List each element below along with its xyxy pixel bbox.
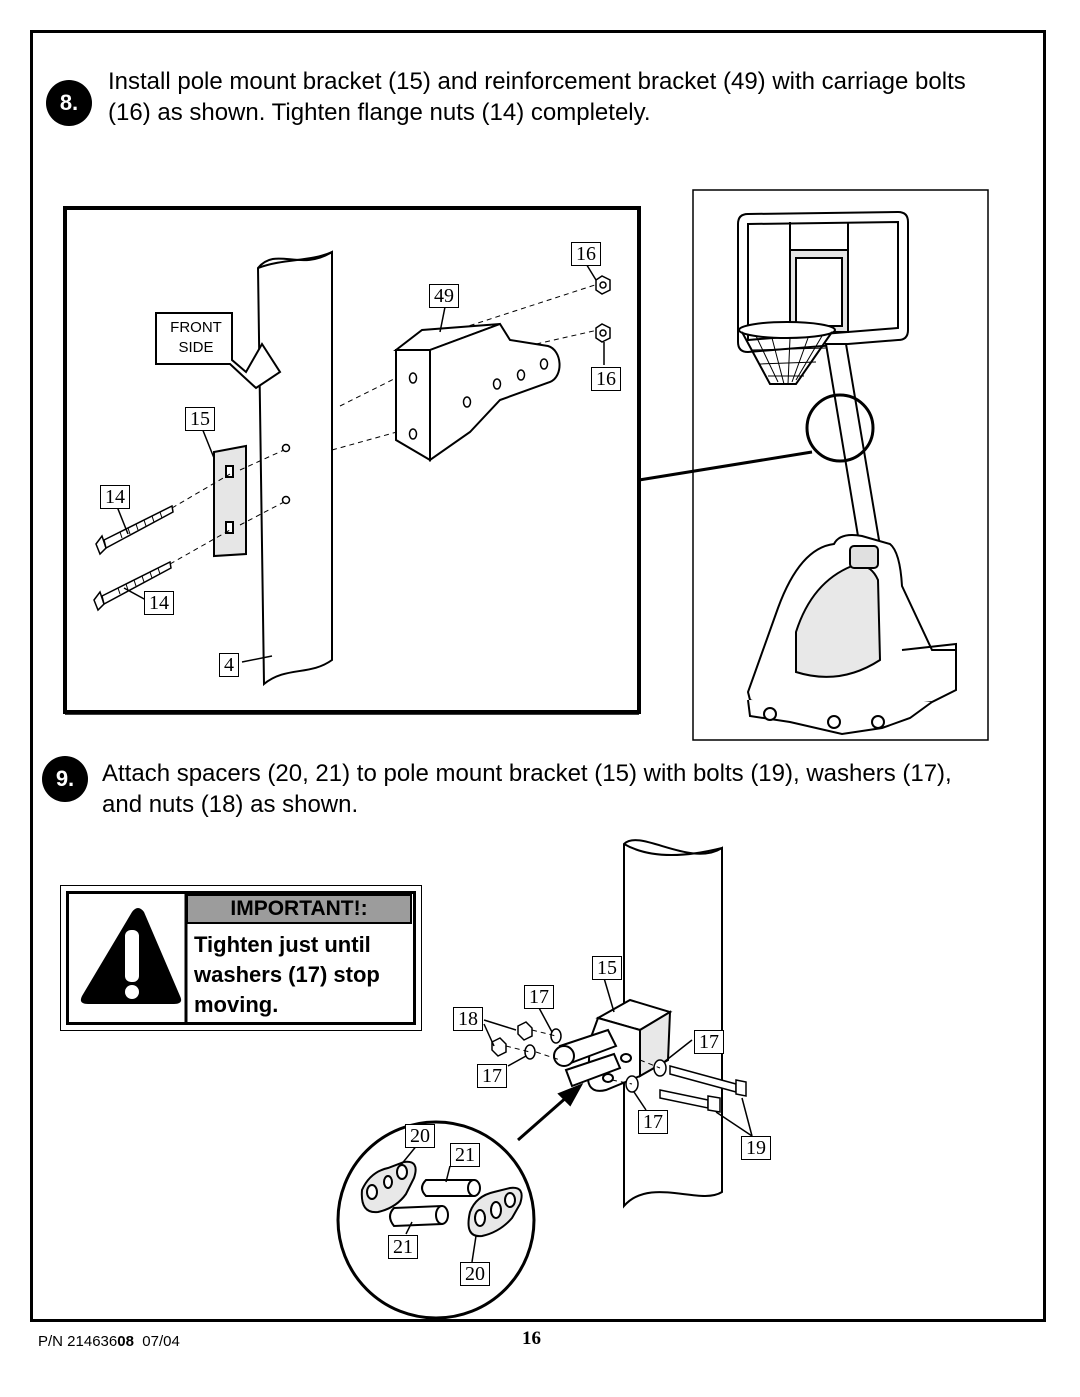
- pole-hole: [281, 495, 291, 505]
- pole-4: [256, 250, 333, 687]
- bolt-threads: [117, 511, 163, 595]
- warning-box-outer: [60, 885, 422, 1031]
- warning-line-1: Tighten just until: [194, 932, 371, 957]
- warning-line-2: washers (17) stop: [194, 962, 380, 987]
- callout-16-bottom: 16: [591, 367, 621, 391]
- callout-18: 18: [453, 1007, 483, 1031]
- warning-line-3: moving.: [194, 992, 279, 1017]
- front-label: FRONT: [170, 319, 222, 336]
- callout-21-bottom: 21: [388, 1235, 418, 1259]
- callout-17-left: 17: [477, 1064, 507, 1088]
- bolts-19: [659, 1065, 747, 1113]
- callout-17-top: 17: [524, 985, 554, 1009]
- callout-16-top: 16: [571, 242, 601, 266]
- detail-connector-line: [638, 450, 813, 482]
- callout-14-bottom: 14: [144, 591, 174, 615]
- front-side-arrow: [155, 312, 282, 390]
- part-number-suffix: 08: [117, 1333, 134, 1350]
- step-9-instructions: Attach spacers (20, 21) to pole mount br…: [102, 758, 952, 820]
- detail-arrow: [517, 1083, 584, 1142]
- callout-20-top: 20: [405, 1124, 435, 1148]
- pole-hole: [281, 443, 291, 453]
- page-number: 16: [522, 1328, 541, 1349]
- warning-text: Tighten just until washers (17) stop mov…: [194, 930, 414, 1020]
- nuts-18: [491, 1021, 533, 1057]
- step-9-badge: 9.: [42, 756, 88, 802]
- side-label: SIDE: [178, 339, 214, 356]
- step-8-badge: 8.: [46, 80, 92, 126]
- callout-4: 4: [219, 653, 239, 677]
- page-frame: [30, 30, 1046, 1322]
- step-8-line-2: (16) as shown. Tighten flange nuts (14) …: [108, 99, 651, 126]
- bracket-49-holes: [408, 358, 549, 440]
- step-9-line-1: Attach spacers (20, 21) to pole mount br…: [102, 760, 952, 787]
- warning-triangle-icon: [80, 908, 182, 1004]
- callout-15: 15: [185, 407, 215, 431]
- alignment-lines: [169, 283, 599, 565]
- warning-heading: IMPORTANT!:: [186, 894, 412, 924]
- carriage-bolts-14: [93, 504, 174, 612]
- flange-nuts-16: [595, 275, 611, 343]
- callout-19: 19: [741, 1136, 771, 1160]
- callout-15-step-9: 15: [592, 956, 622, 980]
- step-9-line-2: and nuts (18) as shown.: [102, 791, 359, 818]
- highlight-circle: [805, 393, 875, 463]
- step-8-line-1: Install pole mount bracket (15) and rein…: [108, 68, 966, 95]
- part-number-prefix: P/N 214636: [38, 1333, 118, 1350]
- pole-mount-bracket-15: [213, 444, 247, 558]
- revision-date: 07/04: [142, 1333, 180, 1350]
- spacer-detail: [360, 1160, 523, 1238]
- step-8-detail-frame: [63, 206, 641, 714]
- alignment-lines-step-9: [505, 1029, 661, 1085]
- spacers-assembled: [553, 1028, 622, 1088]
- callout-20-bottom: 20: [460, 1262, 490, 1286]
- leader-lines-step-8: [115, 261, 605, 663]
- callout-17-right: 17: [694, 1030, 724, 1054]
- step-8-instructions: Install pole mount bracket (15) and rein…: [108, 66, 966, 128]
- basketball-system: [737, 210, 957, 736]
- callout-14-top: 14: [100, 485, 130, 509]
- callout-49: 49: [429, 284, 459, 308]
- front-side-label: FRONT SIDE: [160, 318, 232, 358]
- part-number: P/N 21463608 07/04: [38, 1333, 180, 1350]
- callout-21-top: 21: [450, 1143, 480, 1167]
- hoop-overview-frame: [692, 189, 989, 741]
- leader-lines-step-9: [483, 977, 753, 1137]
- reinforcement-bracket-49: [393, 322, 561, 462]
- warning-box-inner: [66, 891, 416, 1025]
- callout-17-bottom: 17: [638, 1110, 668, 1134]
